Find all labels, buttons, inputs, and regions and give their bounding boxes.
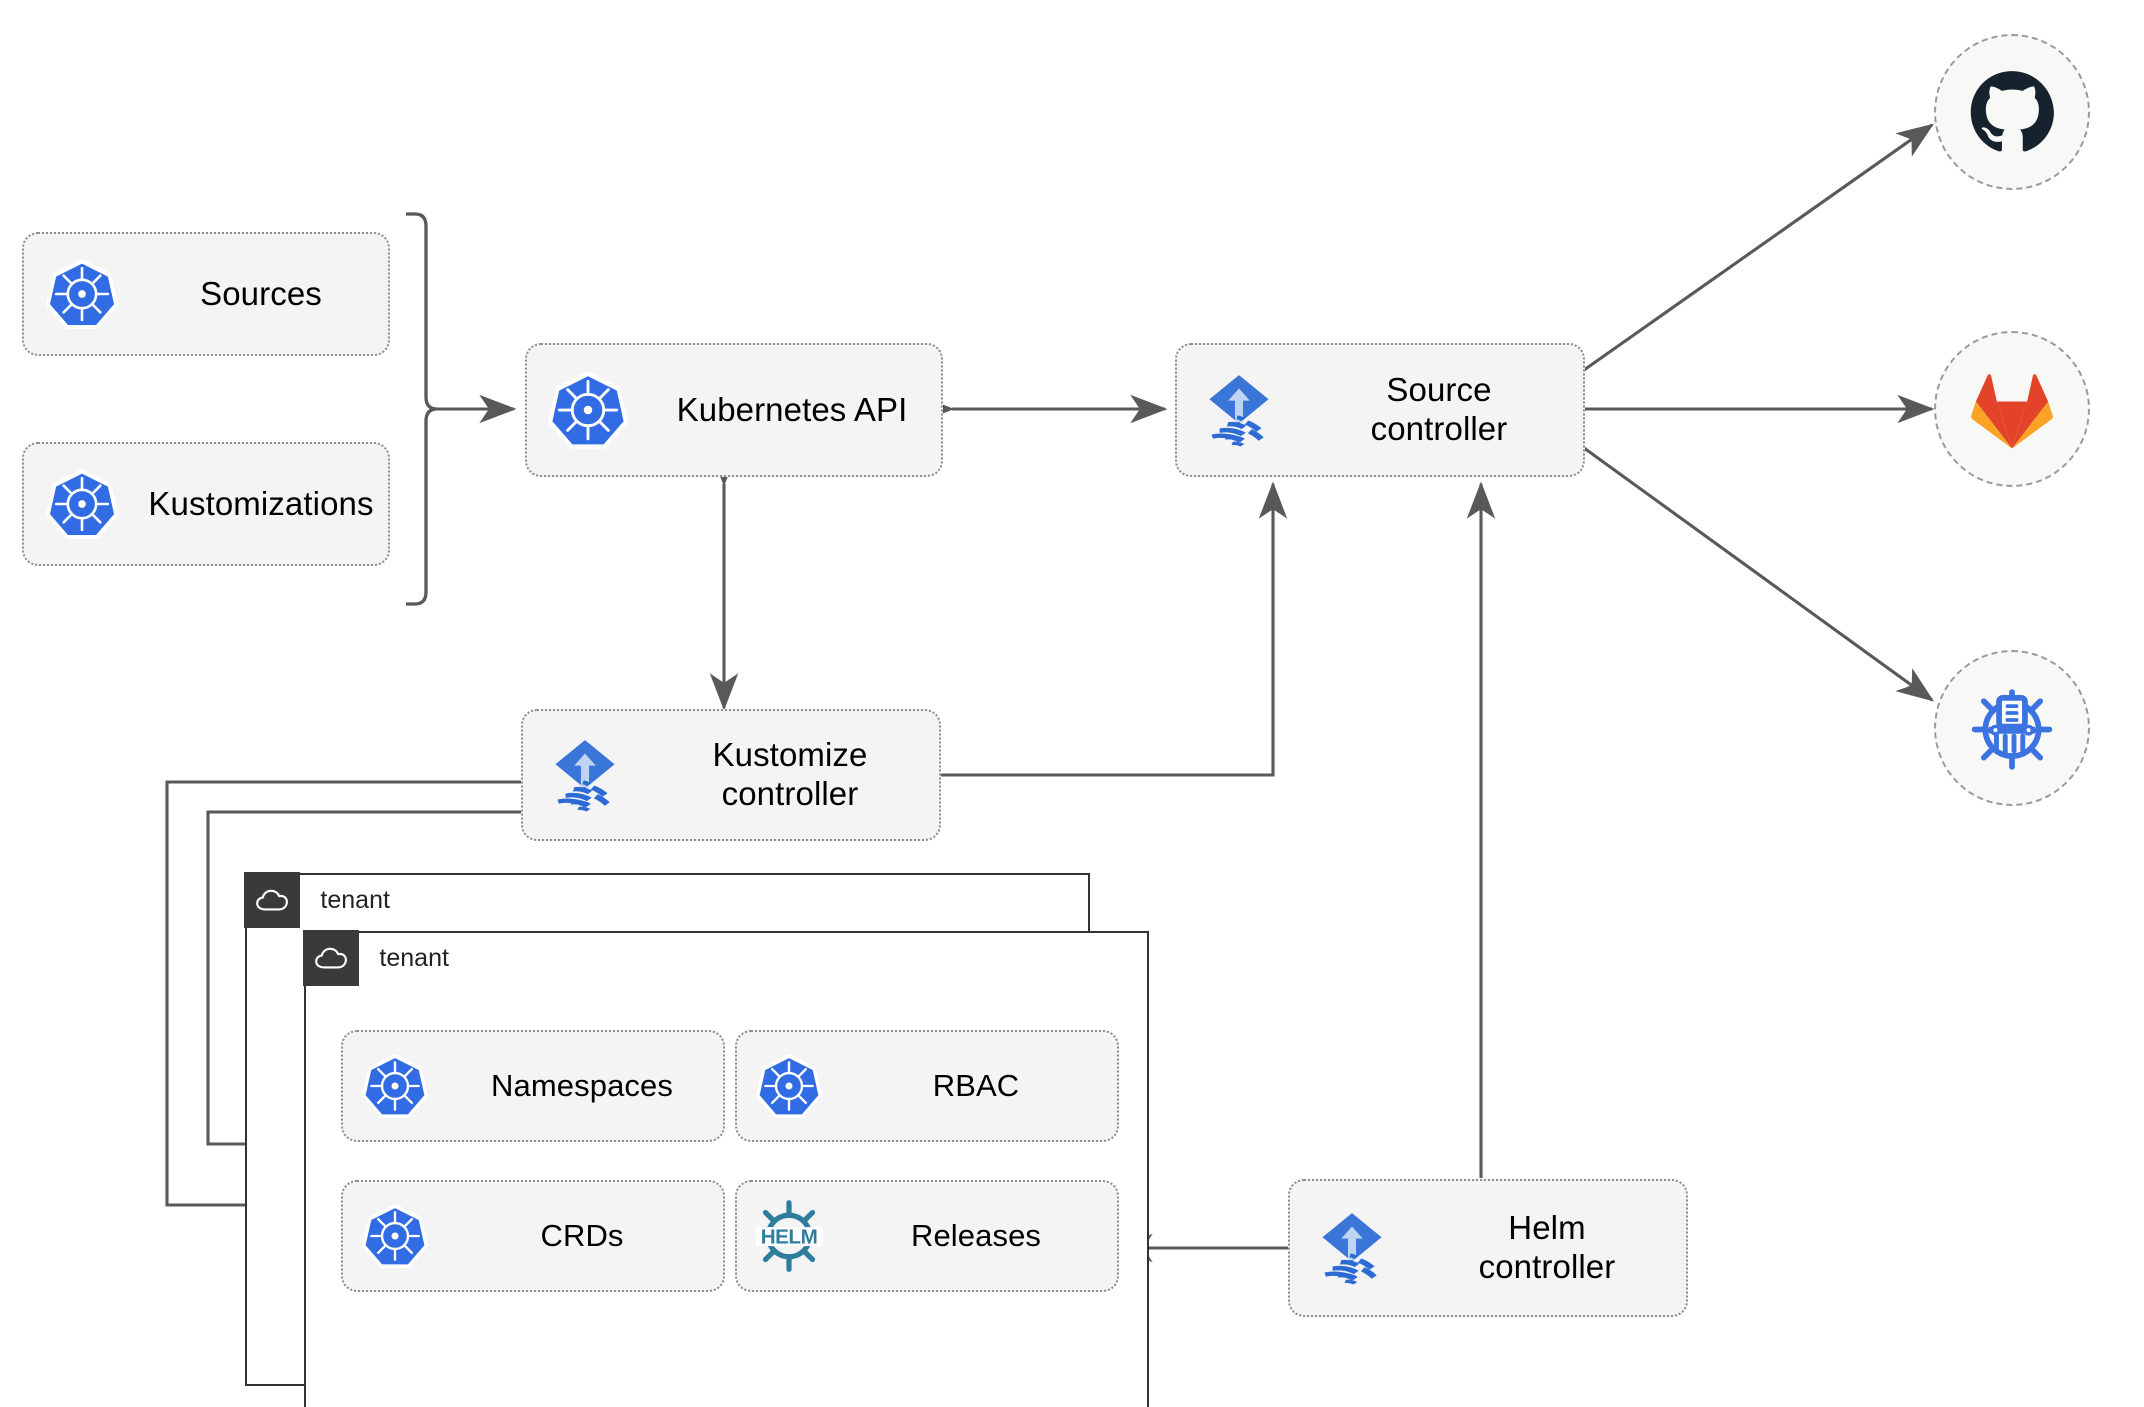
github-icon <box>1970 71 2054 152</box>
kubernetes-icon <box>24 258 140 330</box>
tenant-back-label: tenant <box>320 885 390 914</box>
kubernetes-icon <box>24 468 140 540</box>
kubernetes-icon <box>527 370 649 450</box>
gitlab-icon <box>1971 374 2053 449</box>
helm-icon: HELM <box>737 1198 841 1274</box>
endpoint-container-registry[interactable] <box>1934 650 2090 806</box>
cloud-icon <box>244 872 301 929</box>
node-kubernetes-api[interactable]: Kubernetes API <box>525 343 943 477</box>
node-sources-label: Sources <box>200 274 322 312</box>
tenant-back-header: tenant <box>244 872 390 929</box>
node-rbac-label: RBAC <box>932 1067 1020 1103</box>
cloud-icon <box>303 930 360 987</box>
kubernetes-icon <box>343 1203 447 1269</box>
svg-text:HELM: HELM <box>761 1226 818 1249</box>
node-crds[interactable]: CRDs <box>341 1180 725 1292</box>
endpoint-gitlab[interactable] <box>1934 331 2090 487</box>
node-rbac[interactable]: RBAC <box>735 1030 1119 1142</box>
node-namespaces[interactable]: Namespaces <box>341 1030 725 1142</box>
node-releases[interactable]: HELM Releases <box>735 1180 1119 1292</box>
node-kustomize-controller-label: Kustomize controller <box>712 736 868 812</box>
node-crds-label: CRDs <box>540 1217 624 1253</box>
node-kustomizations-label: Kustomizations <box>148 484 374 522</box>
kubernetes-icon <box>737 1053 841 1119</box>
flux-icon <box>1290 1205 1414 1291</box>
flux-icon <box>523 732 647 818</box>
node-helm-controller[interactable]: Helm controller <box>1288 1179 1688 1317</box>
tenant-group-front: tenant <box>303 930 1149 1407</box>
node-kustomize-controller[interactable]: Kustomize controller <box>521 709 941 841</box>
node-kubernetes-api-label: Kubernetes API <box>676 390 908 428</box>
container-registry-icon <box>1971 689 2053 770</box>
kubernetes-icon <box>343 1053 447 1119</box>
node-sources[interactable]: Sources <box>22 232 390 356</box>
group-bracket <box>406 212 438 606</box>
node-helm-controller-label: Helm controller <box>1478 1209 1616 1285</box>
node-kustomizations[interactable]: Kustomizations <box>22 442 390 566</box>
node-source-controller-label: Source controller <box>1370 371 1508 447</box>
endpoint-github[interactable] <box>1934 34 2090 190</box>
wire-source-to-github <box>1583 123 1935 372</box>
wire-source-to-registry <box>1583 446 1935 702</box>
node-source-controller[interactable]: Source controller <box>1175 343 1585 477</box>
node-namespaces-label: Namespaces <box>491 1067 673 1103</box>
tenant-front-header: tenant <box>303 930 449 987</box>
node-releases-label: Releases <box>910 1217 1042 1253</box>
flux-icon <box>1177 367 1301 453</box>
tenant-front-label: tenant <box>379 943 449 972</box>
wire-kustomize-to-source <box>941 481 1288 777</box>
